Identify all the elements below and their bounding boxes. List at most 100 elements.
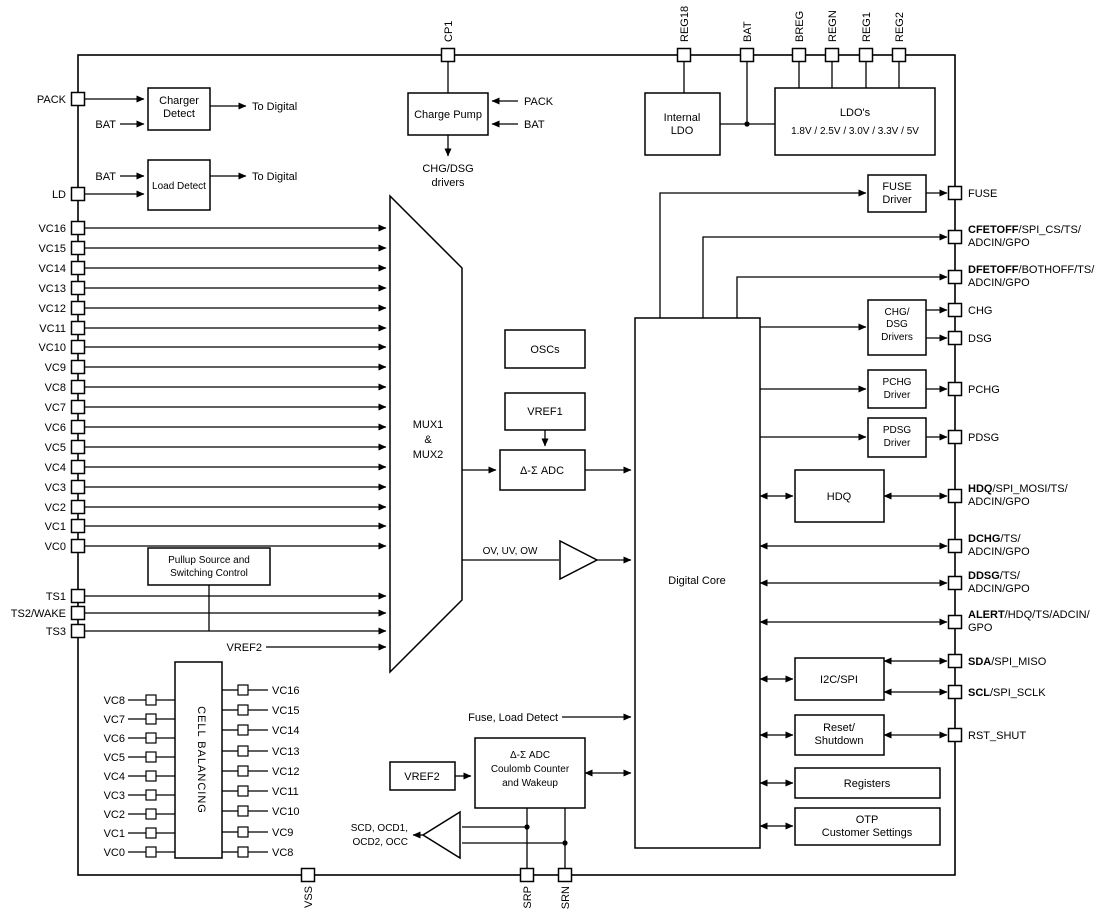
block-adc-label: Δ-Σ ADC <box>520 465 564 477</box>
junction-bat <box>744 121 750 127</box>
pin-ts1 <box>70 588 86 604</box>
pin-vc15-label: VC15 <box>38 243 66 255</box>
cb-right-label: VC8 <box>272 847 293 859</box>
pin-vc4 <box>70 459 86 475</box>
wires <box>85 62 948 868</box>
fuse-load-detect-label: Fuse, Load Detect <box>468 712 558 724</box>
block-i2c-spi: I2C/SPI <box>794 657 885 701</box>
pin-fuse-label: FUSE <box>968 188 997 200</box>
pin-vc16-label: VC16 <box>38 223 66 235</box>
block-charge-pump: Charge Pump <box>407 92 489 136</box>
pin-srn-label: SRN <box>560 886 572 909</box>
top-pins: CP1 REG18 BAT BREG REGN REG1 REG2 <box>440 6 907 63</box>
cb-right-label: VC11 <box>272 786 299 798</box>
cb-right-label: VC16 <box>272 685 300 697</box>
pin-vc8-label: VC8 <box>45 382 66 394</box>
bat-label-chargepump: BAT <box>524 119 545 131</box>
cb-left-label: VC0 <box>104 847 125 859</box>
pin-reg2 <box>891 47 907 63</box>
pin-vc2-label: VC2 <box>45 502 66 514</box>
pin-cp1-label: CP1 <box>443 21 455 42</box>
ov-uv-comparator <box>559 539 599 581</box>
pin-chg-label: CHG <box>968 305 992 317</box>
pin-vc2 <box>70 499 86 515</box>
pin-vc6 <box>70 419 86 435</box>
pin-vc11 <box>70 320 86 336</box>
pin-regn-label: REGN <box>827 10 839 42</box>
pin-scl <box>947 684 963 700</box>
to-digital-label-2: To Digital <box>252 171 297 183</box>
cell-balancing-left-rows: VC8 VC7 VC6 VC5 VC4 VC3 VC2 VC1 VC0 <box>104 694 175 859</box>
block-charge-pump-label: Charge Pump <box>414 109 482 121</box>
pin-ts3-label: TS3 <box>46 626 66 638</box>
pin-vc9-label: VC9 <box>45 362 66 374</box>
block-digital-core-label: Digital Core <box>668 575 725 587</box>
cell-balancing-right-rows: VC16 VC15 VC14 VC13 VC12 VC11 VC10 VC9 V… <box>222 684 300 859</box>
pin-vc10 <box>70 339 86 355</box>
pin-vss <box>300 867 316 883</box>
pin-vc5 <box>70 439 86 455</box>
pin-reg2-label: REG2 <box>894 12 906 42</box>
to-digital-label-1: To Digital <box>252 101 297 113</box>
pin-sda <box>947 653 963 669</box>
pin-dchg-label: DCHG/TS/ADCIN/GPO <box>968 533 1030 558</box>
pin-vc3 <box>70 479 86 495</box>
pin-pdsg <box>947 429 963 445</box>
pin-vc8 <box>70 379 86 395</box>
pin-cp1 <box>440 47 456 63</box>
vref2-mux-label: VREF2 <box>227 642 262 654</box>
pin-reg1-label: REG1 <box>861 12 873 42</box>
pin-dchg <box>947 538 963 554</box>
cb-left-label: VC1 <box>104 828 125 840</box>
block-registers-label: Registers <box>844 778 891 790</box>
block-vref1: VREF1 <box>504 392 586 431</box>
pin-vc7 <box>70 399 86 415</box>
pin-vc0 <box>70 538 86 554</box>
pin-alert-label: ALERT/HDQ/TS/ADCIN/GPO <box>968 609 1091 634</box>
pin-pchg-label: PCHG <box>968 384 1000 396</box>
block-load-detect-label: Load Detect <box>152 181 206 192</box>
pin-ts2 <box>70 605 86 621</box>
cb-left-label: VC5 <box>104 752 125 764</box>
block-oscs-label: OSCs <box>530 344 560 356</box>
block-i2c-spi-label: I2C/SPI <box>820 674 858 686</box>
junction-srn <box>562 840 568 846</box>
pin-bat-top-label: BAT <box>742 21 754 42</box>
pin-pdsg-label: PDSG <box>968 432 999 444</box>
cb-left-label: VC3 <box>104 790 125 802</box>
pin-ddsg <box>947 575 963 591</box>
block-mux: MUX1&MUX2 <box>389 194 463 674</box>
pin-srn <box>557 867 573 883</box>
pin-vc13-label: VC13 <box>38 283 66 295</box>
block-vref2: VREF2 <box>389 761 456 791</box>
pack-label-chargepump: PACK <box>524 96 554 108</box>
cb-right-label: VC13 <box>272 746 300 758</box>
cb-left-label: VC6 <box>104 733 125 745</box>
pin-hdq-label: HDQ/SPI_MOSI/TS/ADCIN/GPO <box>968 483 1069 508</box>
ov-uv-ow-label: OV, UV, OW <box>483 546 538 557</box>
block-adc: Δ-Σ ADC <box>499 449 586 491</box>
labels: To Digital To Digital BAT BAT PACK BAT C… <box>95 96 558 848</box>
pin-regn <box>824 47 840 63</box>
pin-vc12 <box>70 300 86 316</box>
scd-ocd-label: SCD, OCD1,OCD2, OCC <box>351 823 408 848</box>
pin-reg18-label: REG18 <box>679 6 691 42</box>
pin-cfetoff <box>947 229 963 245</box>
block-reset-shutdown: Reset/Shutdown <box>794 714 885 756</box>
pin-dfetoff-label: DFETOFF/BOTHOFF/TS/ADCIN/GPO <box>968 264 1095 289</box>
pin-vc1-label: VC1 <box>45 521 66 533</box>
pin-breg <box>791 47 807 63</box>
wire-core-fusedriver <box>659 189 867 318</box>
pin-pchg <box>947 381 963 397</box>
